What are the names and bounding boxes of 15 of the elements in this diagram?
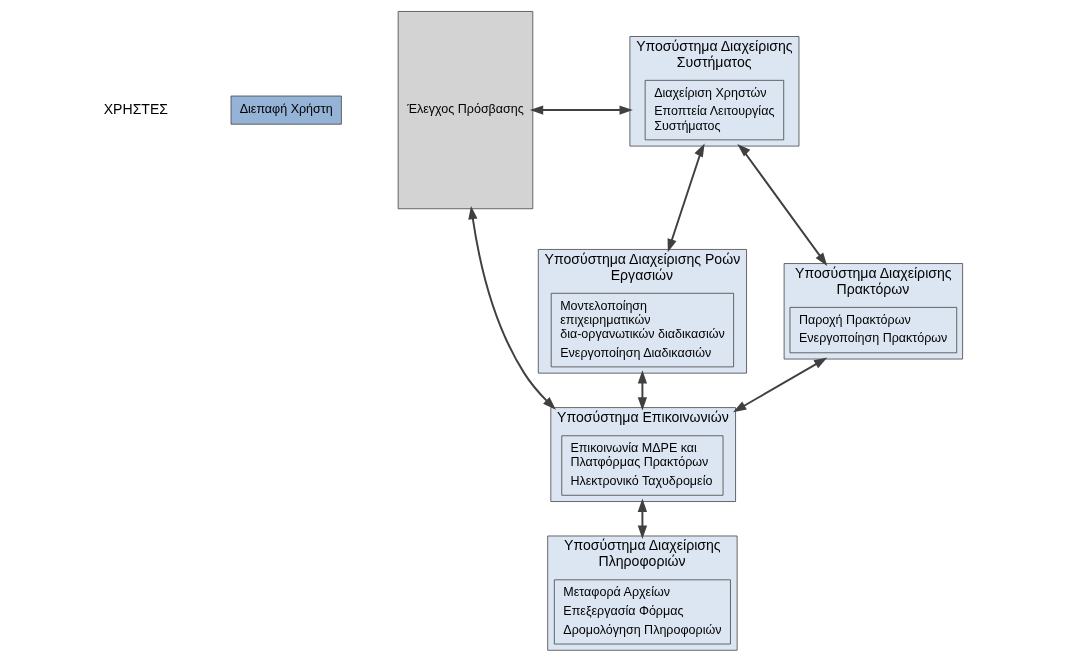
arrow [468,205,556,410]
arrow [733,357,828,413]
arrow [637,498,648,539]
arrow [667,143,705,253]
node-box: Επικοινωνία ΜΔΡΕ και Πλατφόρμας Πρακτόρων Ηλεκτρονικό Ταχυδρομείο [561,435,724,496]
arrow [737,144,828,266]
arrow [637,370,648,411]
arrow [529,105,633,115]
node-box: Παροχή Πρακτόρων Ενεργοποίηση Πρακτόρων [789,307,958,354]
node-box: Διεπαφή Χρήστη [230,95,342,125]
node-box: Έλεγχος Πρόσβασης [397,11,534,210]
node-box: Μεταφορά Αρχείων Επεξεργασία Φόρμας Δρομολόγηση Πληροφοριών [553,579,731,645]
node-box: Διαχείριση Χρηστών Εποπτεία Λειτουργίας Συστήματος [644,79,785,141]
node-box: Μοντελοποίηση επιχειρηματικών δια-οργανωτικών διαδικασιών Ενεργοποίηση Διαδικασιών [550,292,734,368]
label: ΧΡΗΣΤΕΣ [103,100,169,117]
